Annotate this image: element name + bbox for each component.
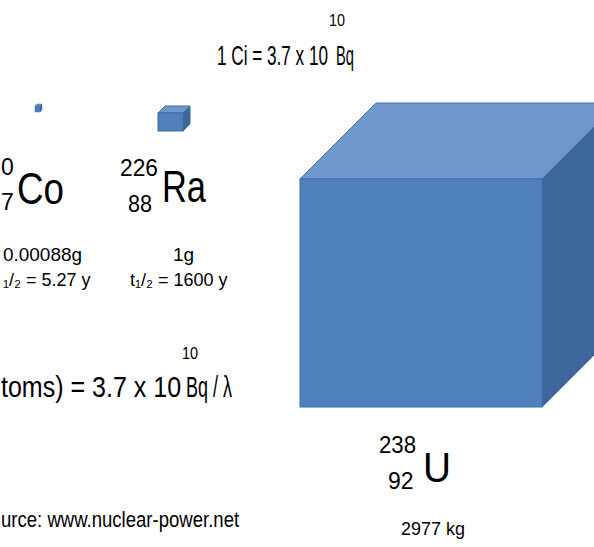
uranium-cube [300,103,594,407]
unit-text: Bq / λ [186,372,232,402]
atomic-number: 92 [388,470,414,493]
half-life: t₁/₂ = 1600 y [130,271,228,289]
element-symbol: Ra [162,165,206,209]
superscript: 10 [329,12,345,29]
unit-text: Bq [336,42,354,70]
mass-number: 238 [379,434,416,457]
mass-value: 2977 kg [401,520,465,538]
mass-value: 1g [173,245,194,264]
radium-cube [158,106,190,131]
mass-number: 226 [120,157,158,180]
element-symbol: U [423,447,451,489]
mass-number: 0 [1,156,14,179]
element-symbol: Co [17,167,64,211]
mass-value: 0.00088g [3,245,82,264]
formula-text: 1 Ci = 3.7 x 10 [217,42,328,70]
atomic-number: 88 [128,193,152,216]
superscript: 10 [182,345,198,362]
atomic-number: 7 [1,191,14,214]
half-life: ₁/₂ = 5.27 y [3,271,91,289]
formula-text: toms) = 3.7 x 10 [1,372,181,402]
cobalt-cube [35,104,42,112]
source-note: urce: www.nuclear-power.net [1,509,239,531]
